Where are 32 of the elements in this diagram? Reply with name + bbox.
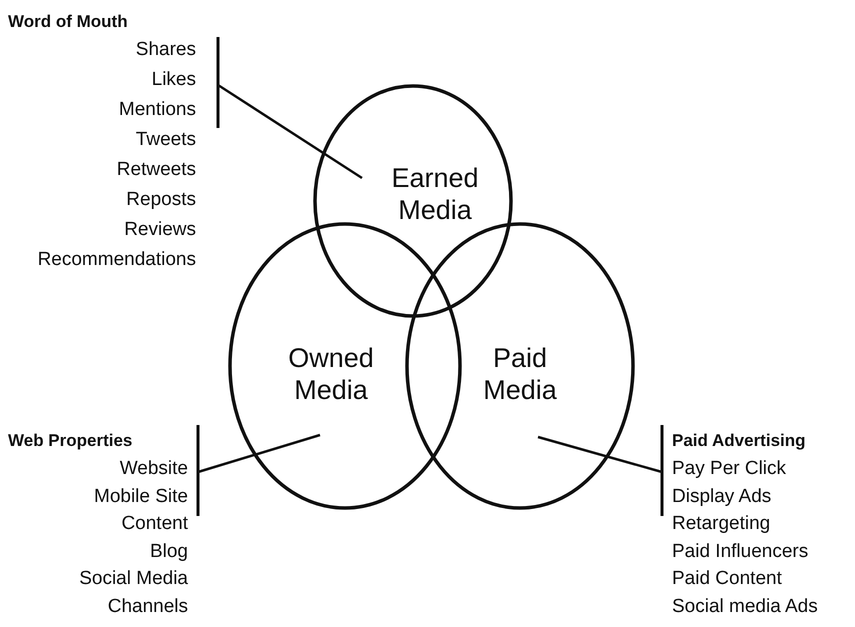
list-item: Blog <box>148 540 188 564</box>
leader-line <box>198 434 320 474</box>
leader-line <box>538 436 662 474</box>
list-heading: Web Properties <box>8 430 132 452</box>
list-item: Retweets <box>116 158 196 182</box>
list-item: Reviews <box>123 218 196 242</box>
list-item: Display Ads <box>672 484 772 508</box>
list-heading: Paid Advertising <box>672 430 806 452</box>
list-item: Paid Influencers <box>672 540 810 564</box>
list-item: Likes <box>150 68 196 92</box>
leader-line <box>217 84 363 180</box>
circle-label: Earned Media <box>390 162 480 226</box>
list-heading: Word of Mouth <box>8 11 128 33</box>
list-item: Pay Per Click <box>672 457 788 481</box>
list-item: Social media Ads <box>672 594 819 618</box>
circle-label: Owned Media <box>287 342 375 406</box>
list-item: Retargeting <box>672 512 772 536</box>
list-item: Tweets <box>134 128 196 152</box>
list-item: Reposts <box>125 188 196 212</box>
venn-circle <box>405 222 635 510</box>
list-item: Website <box>118 457 188 481</box>
list-item: Content <box>120 512 188 536</box>
list-item: Mentions <box>118 98 196 122</box>
venn-circle <box>228 222 462 510</box>
venn-circle <box>313 84 513 318</box>
list-item: Recommendations <box>36 248 196 272</box>
list-item: Channels <box>106 594 188 618</box>
list-item: Shares <box>134 38 196 62</box>
list-item: Social Media <box>78 567 188 591</box>
circle-label: Paid Media <box>482 342 558 406</box>
list-item: Mobile Site <box>93 484 188 508</box>
list-item: Paid Content <box>672 567 783 591</box>
